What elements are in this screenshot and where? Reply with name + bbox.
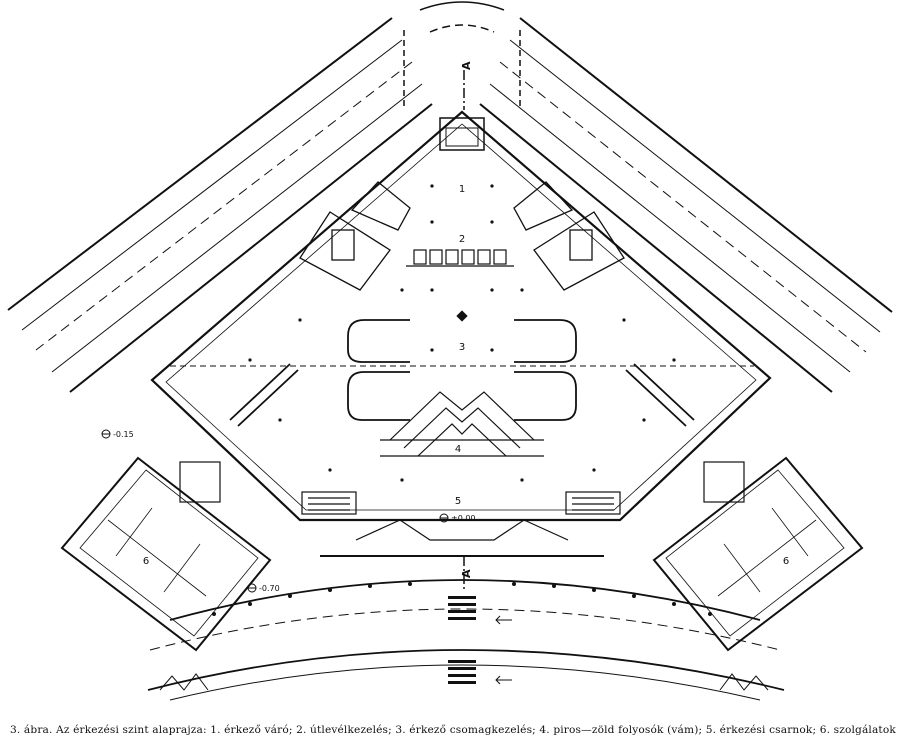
left-access-road — [7, 17, 433, 393]
passport-rooms — [299, 181, 625, 291]
traffic-arrows — [495, 615, 512, 685]
figure-caption: 3. ábra. Az érkezési szint alaprajza: 1.… — [10, 724, 896, 736]
room-number-6-right: 6 — [783, 556, 789, 567]
room-number-4: 4 — [455, 444, 461, 455]
floor-plan-drawing: A A — [7, 1, 893, 701]
top-road-loop — [403, 1, 521, 110]
service-wing-left — [60, 456, 272, 652]
level-marker-left: -0.15 — [101, 429, 134, 439]
arrival-hall-details — [301, 491, 621, 557]
room-number-3: 3 — [459, 342, 465, 353]
customs-corridors — [380, 391, 544, 457]
level-marker-bottom: -0.70 — [247, 583, 280, 593]
forecourt-road — [147, 579, 785, 701]
room-number-1: 1 — [459, 184, 465, 195]
room-number-5: 5 — [455, 496, 461, 507]
column-grid — [248, 184, 676, 482]
service-wing-right — [652, 456, 864, 652]
section-marker-top: A — [460, 61, 473, 70]
level-label-left: -0.15 — [113, 430, 134, 439]
level-label-bottom: -0.70 — [259, 584, 280, 593]
forecourt-bollards — [212, 582, 712, 616]
pedestrian-crossing — [448, 596, 476, 684]
section-marker-bottom: A — [460, 569, 473, 578]
level-label-entrance: ±0.00 — [451, 514, 476, 523]
room-number-6-left: 6 — [143, 556, 149, 567]
right-access-road — [479, 17, 893, 393]
terminal-outline — [150, 110, 772, 522]
baggage-carousels — [229, 319, 695, 427]
passport-booths — [406, 249, 514, 267]
level-marker-entrance: ±0.00 — [439, 513, 476, 523]
room-number-2: 2 — [459, 234, 465, 245]
